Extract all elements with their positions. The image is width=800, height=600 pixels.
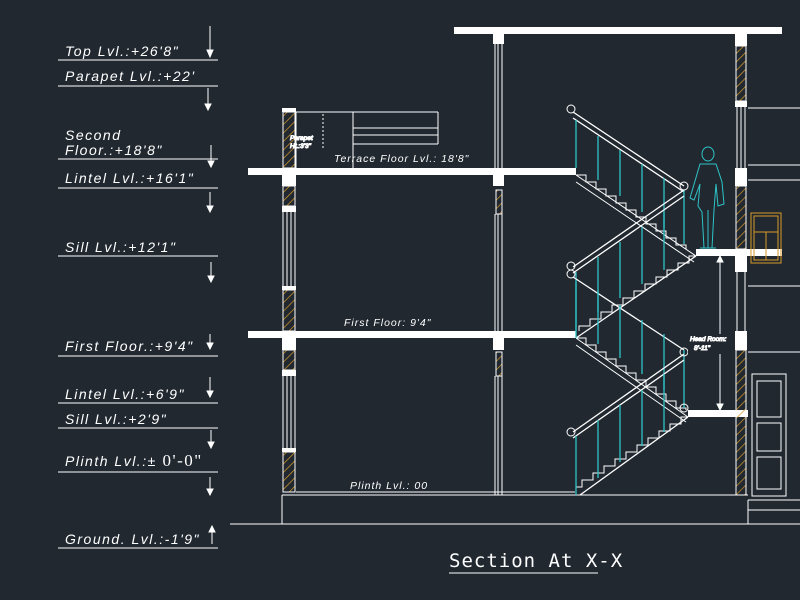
lower-door [751, 373, 787, 497]
terrace-floor-label: Terrace Floor Lvl.: 18'8" [334, 153, 470, 165]
level-plinth-label: Plinth Lvl.:± 0'-0" [65, 451, 203, 470]
upper-window [750, 212, 782, 264]
left-wall [282, 108, 296, 493]
parapet [295, 111, 439, 168]
headroom-note-line2: 8'-11" [694, 345, 711, 352]
level-top-label: Top Lvl.:+26'8" [65, 43, 179, 59]
first-floor-slab [248, 331, 576, 338]
level-first-label: First Floor.:+9'4" [65, 338, 194, 354]
top-roof-slab [454, 27, 782, 34]
stair-railings [572, 111, 685, 495]
plinth-floor-label: Plinth Lvl.: 00 [350, 480, 428, 492]
level-lintel-upper-label: Lintel Lvl.:+16'1" [65, 170, 194, 186]
level-second-label-line1: Second [65, 127, 121, 143]
person-figure [689, 146, 725, 249]
upper-back-stair [575, 174, 697, 263]
level-arrows [204, 26, 216, 544]
upper-stair-flight [575, 255, 697, 339]
parapet-note-line1: Parapet [290, 135, 314, 142]
level-lintel-lower-label: Lintel Lvl.:+6'9" [65, 386, 185, 402]
headroom-dimension [716, 254, 724, 412]
level-labels: Top Lvl.:+26'8" Parapet Lvl.:+22' Second… [58, 26, 218, 549]
level-parapet-label: Parapet Lvl.:+22' [65, 68, 196, 84]
lower-stair-flight [575, 416, 689, 496]
right-wall [735, 34, 800, 501]
parapet-note-line2: Ht.:3'3" [290, 143, 312, 150]
building-section: Parapet Ht.:3'3" [230, 27, 800, 525]
level-sill-upper-label: Sill Lvl.:+12'1" [65, 239, 176, 255]
lower-back-stair [575, 337, 689, 423]
level-ground-label: Ground. Lvl.:-1'9" [65, 531, 200, 547]
level-second-label-line2: Floor.:+18'8" [65, 142, 163, 158]
first-floor-label: First Floor: 9'4" [344, 317, 432, 329]
level-underlines [58, 59, 218, 549]
drawing-title: Section At X-X [449, 550, 623, 572]
terrace-slab [248, 168, 576, 175]
upper-landing-slab [696, 249, 782, 256]
lower-landing-slab [688, 410, 748, 417]
middle-column [493, 34, 504, 495]
headroom-note-line1: Head Room: [690, 336, 727, 343]
level-sill-lower-label: Sill Lvl.:+2'9" [65, 411, 167, 427]
